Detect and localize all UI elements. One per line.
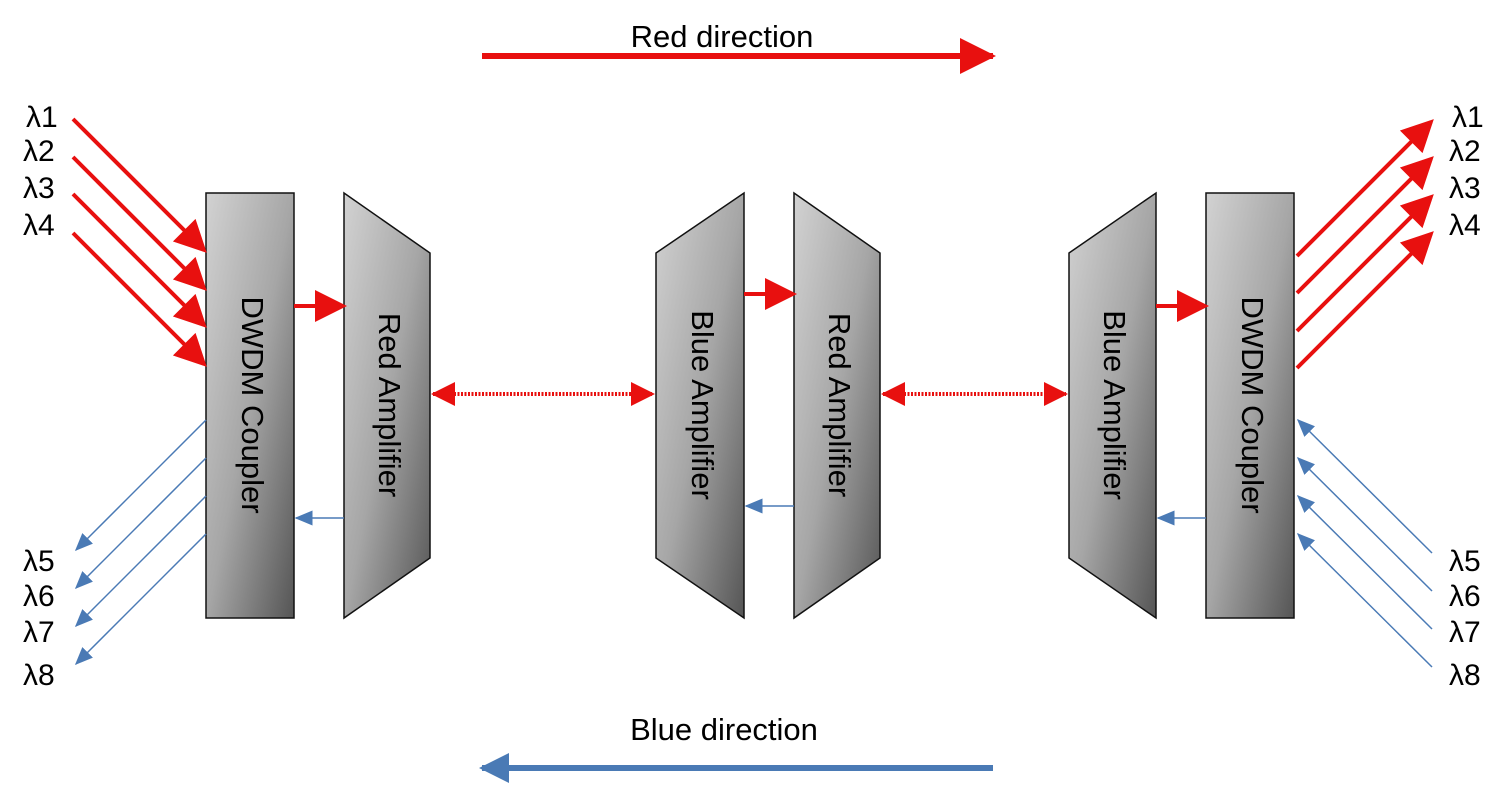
right-lambda-4: λ4 [1449,209,1481,242]
left-blue-output-6 [74,457,207,590]
right-blue-amplifier-label: Blue Amplifier [1097,310,1132,500]
left-lambda-7: λ7 [23,616,55,649]
right-lambda-5: λ5 [1449,545,1481,578]
left-blue-output-7 [74,495,207,628]
middle-red-amplifier [793,191,881,620]
left-lambda-3: λ3 [23,172,55,205]
left-lambda-6: λ6 [23,580,55,613]
right-blue-input-8 [1296,532,1433,668]
left-red-input-1 [71,117,207,253]
middle-red-amplifier-label: Red Amplifier [822,313,857,497]
red-direction-label: Red direction [631,19,814,54]
blue-direction-label: Blue direction [630,712,818,747]
left-red-amplifier-label: Red Amplifier [372,313,407,497]
left-coupler-label: DWDM Coupler [235,296,270,513]
right-dwdm-coupler [1205,192,1295,619]
right-red-output-2 [1295,156,1434,295]
left-lambda-2: λ2 [23,135,55,168]
middle-blue-amplifier [655,191,745,620]
right-lambda-2: λ2 [1449,135,1481,168]
right-blue-input-5 [1296,418,1433,554]
right-red-output-3 [1295,194,1434,333]
middle-blue-amplifier-label: Blue Amplifier [685,310,720,500]
left-red-input-4 [71,231,207,367]
right-coupler-label: DWDM Coupler [1235,296,1270,513]
left-lambda-8: λ8 [23,659,55,692]
right-lambda-8: λ8 [1449,659,1481,692]
right-red-output-4 [1295,231,1434,370]
right-lambda-6: λ6 [1449,580,1481,613]
left-blue-output-5 [74,419,207,552]
right-lambda-1: λ1 [1452,101,1484,134]
right-lambda-7: λ7 [1449,616,1481,649]
left-lambda-1: λ1 [26,101,58,134]
right-lambda-3: λ3 [1449,172,1481,205]
left-lambda-4: λ4 [23,209,55,242]
left-red-input-3 [71,192,207,328]
left-blue-output-8 [74,533,207,666]
left-red-input-2 [71,155,207,291]
right-blue-amplifier [1068,191,1157,620]
right-blue-input-7 [1296,494,1433,630]
right-red-output-1 [1295,119,1434,258]
right-blue-input-6 [1296,456,1433,592]
left-lambda-5: λ5 [23,545,55,578]
left-red-amplifier [343,191,431,620]
left-dwdm-coupler [205,192,295,619]
